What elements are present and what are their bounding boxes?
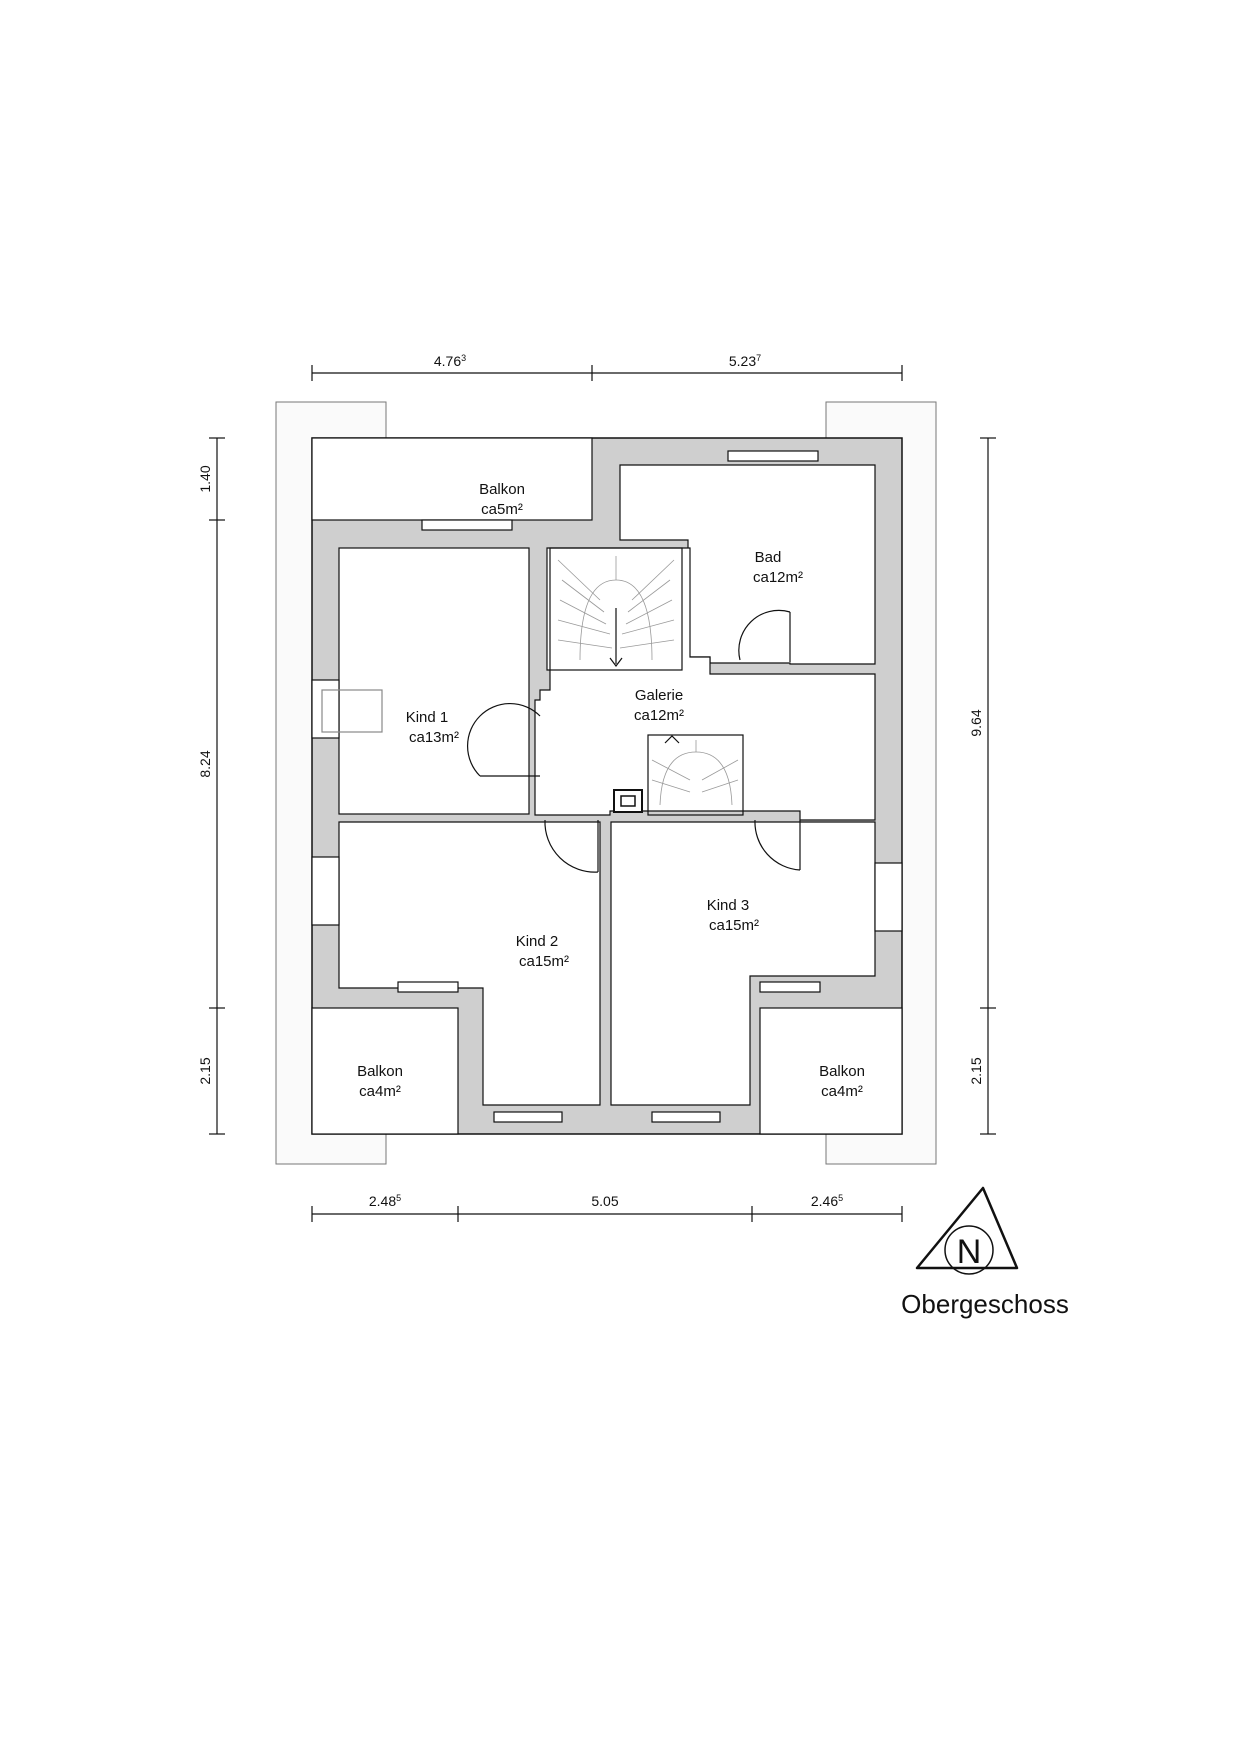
room-name: Kind 1 (406, 709, 449, 726)
room-area: ca5m² (481, 501, 523, 518)
dimension-lines (209, 365, 996, 1222)
room-name: Balkon (479, 481, 525, 498)
dim-left-1: 1.40 (197, 465, 213, 492)
chimney (613, 789, 643, 813)
windows (311, 450, 903, 1123)
balkon-br-area (759, 1007, 903, 1135)
room-name: Balkon (819, 1063, 865, 1080)
balkon-bl-area (311, 1007, 459, 1135)
room-name: Balkon (357, 1063, 403, 1080)
room-area: ca12m² (753, 569, 803, 586)
dim-left-3: 2.15 (197, 1057, 213, 1084)
dim-bottom-2: 5.05 (591, 1193, 618, 1209)
dim-bottom-3: 2.465 (811, 1193, 843, 1209)
room-name: Kind 3 (707, 897, 750, 914)
staircase (549, 547, 744, 816)
room-area: ca4m² (821, 1083, 863, 1100)
north-arrow-icon: N (915, 1186, 1019, 1275)
room-area: ca15m² (519, 953, 569, 970)
room-area: ca12m² (634, 707, 684, 724)
room-name: Kind 2 (516, 933, 559, 950)
room-area: ca4m² (359, 1083, 401, 1100)
room-name: Bad (755, 549, 782, 566)
room-labels: Balkon ca5m² Bad ca12m² Galerie ca12m² K… (357, 481, 865, 1100)
dim-left-2: 8.24 (197, 750, 213, 777)
balkon-top-area (311, 437, 593, 521)
dim-right-1: 9.64 (968, 709, 984, 736)
room-name: Galerie (635, 687, 683, 704)
dim-bottom-1: 2.485 (369, 1193, 401, 1209)
room-area: ca13m² (409, 729, 459, 746)
doors (466, 609, 801, 873)
room-interiors (311, 437, 903, 1135)
galerie-area (534, 547, 876, 821)
kind1-area (338, 547, 530, 815)
kind3-area (610, 821, 876, 1106)
room-area: ca15m² (709, 917, 759, 934)
north-label: N (957, 1233, 982, 1271)
dim-top-1: 4.763 (434, 353, 466, 369)
dim-top-2: 5.237 (729, 353, 761, 369)
kind2-area (338, 821, 601, 1106)
dim-right-2: 2.15 (968, 1057, 984, 1084)
dimension-labels: 4.763 5.237 2.485 5.05 2.465 1.40 8.24 2… (197, 353, 984, 1209)
floor-title: Obergeschoss (901, 1289, 1069, 1319)
